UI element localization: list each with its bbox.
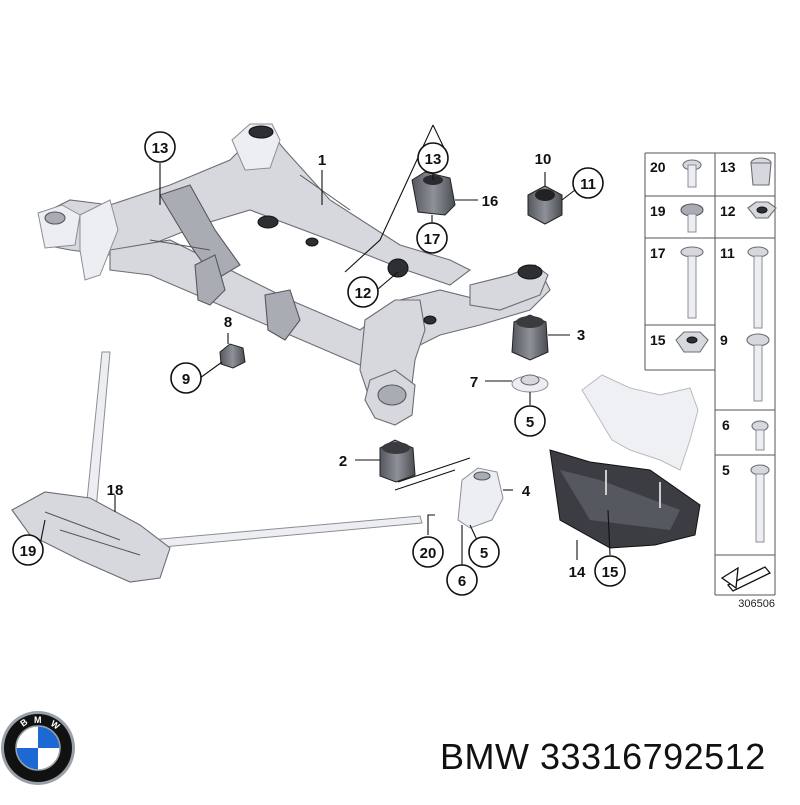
svg-text:5: 5 — [526, 414, 534, 431]
bolt-20-icon — [682, 159, 702, 188]
part-number: 33316792512 — [540, 736, 766, 777]
orientation-arrow-icon — [720, 566, 772, 592]
bolt-5-icon — [750, 464, 770, 543]
fastener-label-11: 11 — [720, 245, 735, 261]
nut-12-icon — [747, 201, 777, 219]
callout-13b: 13 — [417, 142, 449, 174]
fastener-label-5: 5 — [722, 462, 730, 478]
fastener-label-9: 9 — [720, 332, 728, 348]
fastener-table: 20 13 19 12 17 11 15 9 6 5 — [644, 152, 777, 610]
svg-text:13: 13 — [425, 151, 442, 168]
callout-8: 8 — [224, 314, 232, 331]
callout-3: 3 — [577, 327, 585, 344]
fastener-label-13: 13 — [720, 159, 736, 175]
bolt-17-icon — [680, 246, 704, 319]
rubber-bushing-3 — [511, 314, 549, 361]
control-arm-ghost — [581, 374, 699, 471]
callout-5a: 5 — [514, 405, 546, 437]
bushing-10 — [527, 185, 563, 225]
rubber-bushing-2 — [379, 439, 416, 483]
callout-2: 2 — [339, 453, 347, 470]
bmw-logo: B M W — [1, 711, 75, 785]
callouts: 13 1 13 16 17 10 11 12 3 7 5 8 9 — [12, 131, 626, 596]
callout-17: 17 — [416, 222, 448, 254]
fastener-label-17: 17 — [650, 245, 666, 261]
bushing-9 — [219, 343, 246, 369]
callout-19: 19 — [12, 534, 44, 566]
callout-12: 12 — [347, 276, 379, 308]
svg-text:9: 9 — [182, 371, 190, 388]
fastener-label-6: 6 — [722, 417, 730, 433]
brand-name: BMW — [440, 736, 530, 777]
underbody-plate-14 — [549, 449, 701, 549]
callout-10: 10 — [535, 151, 552, 168]
washer-7 — [511, 374, 549, 393]
callout-4: 4 — [522, 483, 531, 500]
svg-text:12: 12 — [355, 285, 372, 302]
callout-1: 1 — [318, 152, 326, 169]
svg-text:11: 11 — [580, 176, 596, 193]
callout-7: 7 — [470, 374, 478, 391]
fastener-label-20: 20 — [650, 159, 666, 175]
callout-6: 6 — [446, 564, 478, 596]
svg-text:M: M — [34, 715, 42, 725]
bolt-6-icon — [751, 420, 769, 451]
sleeve-nut-13-icon — [750, 157, 772, 186]
callout-13a: 13 — [144, 131, 176, 163]
svg-text:17: 17 — [424, 231, 441, 248]
svg-text:19: 19 — [20, 543, 37, 560]
callout-5b: 5 — [468, 536, 500, 568]
fastener-label-19: 19 — [650, 203, 666, 219]
strut-brace-18 — [11, 351, 423, 583]
diagram-number: 306506 — [738, 598, 775, 610]
bolt-11-icon — [747, 246, 769, 329]
callout-9: 9 — [170, 362, 202, 394]
mount-bracket-4 — [457, 467, 504, 529]
callout-18: 18 — [107, 482, 124, 499]
svg-text:5: 5 — [480, 545, 488, 562]
fastener-label-12: 12 — [720, 203, 736, 219]
part-caption: BMW 33316792512 — [440, 736, 766, 778]
bolt-9-icon — [746, 333, 770, 402]
callout-15: 15 — [594, 555, 626, 587]
bolt-19-icon — [680, 203, 704, 233]
callout-11: 11 — [572, 167, 604, 199]
callout-14: 14 — [569, 564, 586, 581]
fastener-label-15: 15 — [650, 332, 666, 348]
svg-text:13: 13 — [152, 140, 169, 157]
rear-axle-subframe — [37, 123, 551, 426]
svg-text:15: 15 — [602, 564, 619, 581]
svg-text:B: B — [18, 716, 30, 728]
callout-20: 20 — [412, 536, 444, 568]
svg-text:6: 6 — [458, 573, 466, 590]
callout-16: 16 — [482, 193, 499, 210]
svg-text:20: 20 — [420, 545, 437, 562]
leader-lines — [39, 124, 611, 565]
nut-15-icon — [675, 331, 709, 353]
